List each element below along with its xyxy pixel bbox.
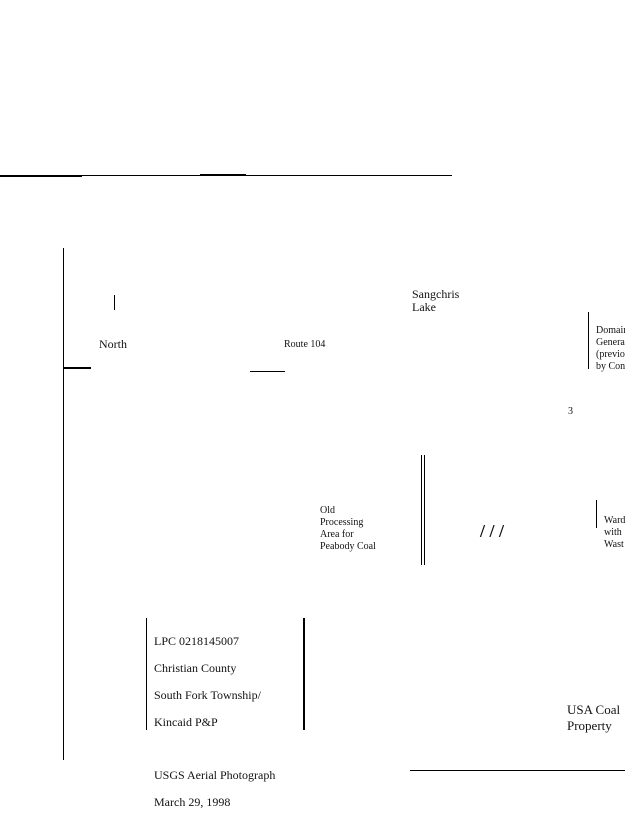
info-line: Kincaid P&P xyxy=(154,714,218,729)
map-speckle: / / / xyxy=(480,521,505,541)
note-line: Area for xyxy=(320,529,354,540)
bottom-rule xyxy=(410,770,625,771)
info-line: LPC 0218145007 xyxy=(154,633,240,648)
note-line: Ward xyxy=(604,515,625,526)
note-line: Domain xyxy=(596,325,625,336)
note-line: Processing xyxy=(320,517,364,528)
north-arrow xyxy=(114,295,115,310)
info-line: Christian County xyxy=(154,660,237,675)
note-line: with xyxy=(604,527,622,538)
info-line: March 29, 1998 xyxy=(154,795,231,809)
info-right-bar xyxy=(303,618,305,730)
north-label: North xyxy=(99,337,127,351)
info-left-bar xyxy=(146,618,147,730)
info-spacer xyxy=(154,743,275,756)
scale-mark xyxy=(63,367,91,369)
top-rule-thick-2 xyxy=(200,174,246,176)
processing-pointer xyxy=(421,455,422,565)
note-line: Wast xyxy=(604,539,624,550)
note-line: Old xyxy=(320,505,335,516)
marker-label: 3 xyxy=(568,406,573,417)
note-line: (previo xyxy=(596,349,625,360)
ward-bar xyxy=(596,500,597,528)
lake-line: Sangchris xyxy=(412,287,460,301)
note-line: by Con xyxy=(596,361,625,372)
map-left-border xyxy=(63,248,64,760)
note-line: Property xyxy=(567,718,612,733)
domain-bar xyxy=(588,312,589,369)
note-line: Peabody Coal xyxy=(320,541,376,552)
lake-line: Lake xyxy=(412,300,436,314)
road-mark xyxy=(250,371,285,372)
note-line: General xyxy=(596,337,625,348)
note-line: USA Coal xyxy=(567,702,621,717)
info-line: South Fork Township/ xyxy=(154,687,261,702)
info-box: LPC 0218145007 Christian County South Fo… xyxy=(154,621,275,823)
top-rule-thick xyxy=(0,175,82,177)
info-line: USGS Aerial Photograph xyxy=(154,768,276,782)
route-label: Route 104 xyxy=(284,339,326,350)
processing-pointer-2 xyxy=(424,455,425,565)
